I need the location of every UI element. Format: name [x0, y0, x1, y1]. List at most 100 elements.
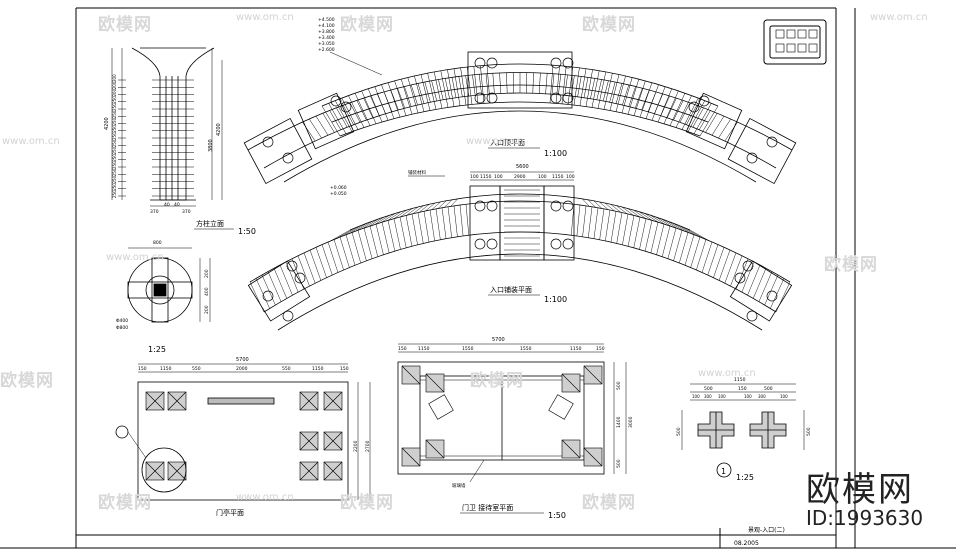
watermark-logo: 欧模网 — [340, 493, 394, 513]
roof-rafter — [397, 88, 406, 109]
roof-rafter — [390, 89, 399, 111]
roof-elev-label: +3.050 — [318, 41, 335, 47]
paving-line — [343, 225, 362, 236]
paving-line — [701, 241, 713, 273]
paving-line — [273, 268, 287, 299]
roof-rafter — [585, 69, 593, 107]
gate-column-hatch — [145, 461, 165, 481]
guard-plan-labels: 5700 150 1150 1550 1550 1150 150 500 140… — [398, 337, 634, 520]
paving-line — [662, 225, 671, 257]
paving-line — [437, 200, 447, 209]
paving-line — [689, 229, 710, 241]
roof-rafter — [647, 91, 657, 112]
paving-line — [644, 220, 653, 252]
watermark-url: www.om.cn — [236, 492, 294, 503]
guard-dim: 150 — [596, 346, 605, 352]
column-plan-side-dim: 400 — [204, 287, 210, 296]
paving-line — [374, 214, 390, 225]
column-rung-label: 250 — [112, 183, 117, 191]
roof-plan-scale: 1:100 — [544, 149, 567, 158]
gate-dim: 150 — [138, 366, 147, 372]
roof-rafter — [718, 118, 732, 139]
paving-line — [627, 215, 635, 247]
roof-rafter — [660, 95, 670, 116]
column-rungs — [118, 79, 194, 197]
paving-line — [678, 225, 697, 236]
paving-line — [315, 247, 327, 278]
column-rung-label: 250 — [112, 146, 117, 154]
roof-rafter — [447, 69, 455, 107]
column-rung-label: 250 — [112, 110, 117, 118]
roof-elev-labels: +4.500 +4.100 +3.800 +3.400 +3.050 +2.60… — [318, 17, 335, 53]
roof-rafter — [663, 90, 679, 124]
paving-elev-label: +0.050 — [330, 191, 347, 197]
roof-rafter — [532, 72, 534, 94]
roof-rafter — [458, 76, 463, 97]
paving-line — [285, 261, 299, 293]
roof-rafter — [407, 77, 419, 113]
detail-sub-dim: 100 — [718, 394, 726, 399]
paving-line — [333, 239, 344, 271]
detail-side-dim: 500 — [806, 427, 812, 436]
roof-rafter — [308, 118, 322, 139]
paving-line — [713, 247, 725, 278]
paving-line — [644, 213, 659, 223]
roof-rafter — [315, 115, 329, 136]
paving-line — [639, 218, 647, 250]
paving-line — [604, 202, 615, 212]
paving-hatch — [249, 189, 791, 313]
column-plan — [127, 247, 211, 323]
paving-line — [435, 208, 441, 240]
guard-plan-title: 门卫 接待室平面 — [462, 503, 513, 512]
gate-side-dim: 2200 — [353, 440, 359, 452]
paving-line — [405, 215, 413, 247]
paving-line — [412, 205, 424, 214]
paving-line — [393, 209, 407, 219]
paving-plan-scale: 1:100 — [544, 295, 567, 304]
paving-columns — [262, 200, 778, 322]
paving-line — [621, 206, 634, 216]
gate-dim: 2000 — [236, 366, 248, 372]
gate-plan — [115, 363, 371, 501]
roof-rafter — [329, 110, 342, 130]
detail-sub-dim: 100 — [692, 394, 700, 399]
paving-line — [650, 222, 659, 253]
paving-line — [741, 261, 755, 293]
roof-rafter — [615, 83, 623, 104]
roof-rafter — [679, 102, 691, 123]
guard-column-hatch — [561, 439, 581, 459]
roof-rafter — [460, 67, 467, 106]
paving-line — [684, 234, 695, 266]
detail-sub-dims: 100 300 100 100 300 100 — [692, 394, 788, 399]
paving-total-dim: 5600 — [516, 164, 529, 170]
roof-rafter — [711, 115, 725, 136]
column-bottom-dim: 370 — [182, 209, 191, 215]
key-plan-icon — [763, 19, 827, 65]
column-plan-scale: 1:25 — [148, 345, 166, 354]
roof-rafter — [564, 74, 568, 96]
roof-rafter — [383, 91, 393, 112]
roof-rafter — [669, 93, 686, 126]
roof-rafter — [693, 103, 712, 134]
paving-line — [381, 213, 396, 223]
roof-rafter — [583, 77, 589, 98]
gate-dim: 1150 — [160, 366, 172, 372]
roof-rafter — [424, 81, 431, 103]
paving-line — [431, 201, 441, 210]
roof-rafters — [302, 65, 738, 142]
column-height-mid: 3800 — [208, 139, 214, 152]
paving-dim: 2900 — [514, 174, 526, 180]
column-rung-label: 250 — [112, 96, 117, 104]
paving-line — [593, 200, 603, 209]
roof-rafter — [356, 100, 367, 121]
guard-side-dim: 500 — [616, 381, 622, 390]
paving-top-dims: 100 1150 100 2900 100 1150 100 — [470, 174, 575, 180]
watermark-logo: 欧模网 — [340, 15, 394, 35]
guard-side-dim: 1400 — [616, 416, 622, 428]
guard-column-hatch — [401, 447, 421, 467]
paving-plan-title: 入口铺装平面 — [490, 285, 532, 294]
column-rung-label: 250 — [112, 139, 117, 147]
key-plan-cell — [797, 29, 807, 39]
roof-rafter — [361, 90, 377, 124]
paving-line — [381, 222, 390, 253]
